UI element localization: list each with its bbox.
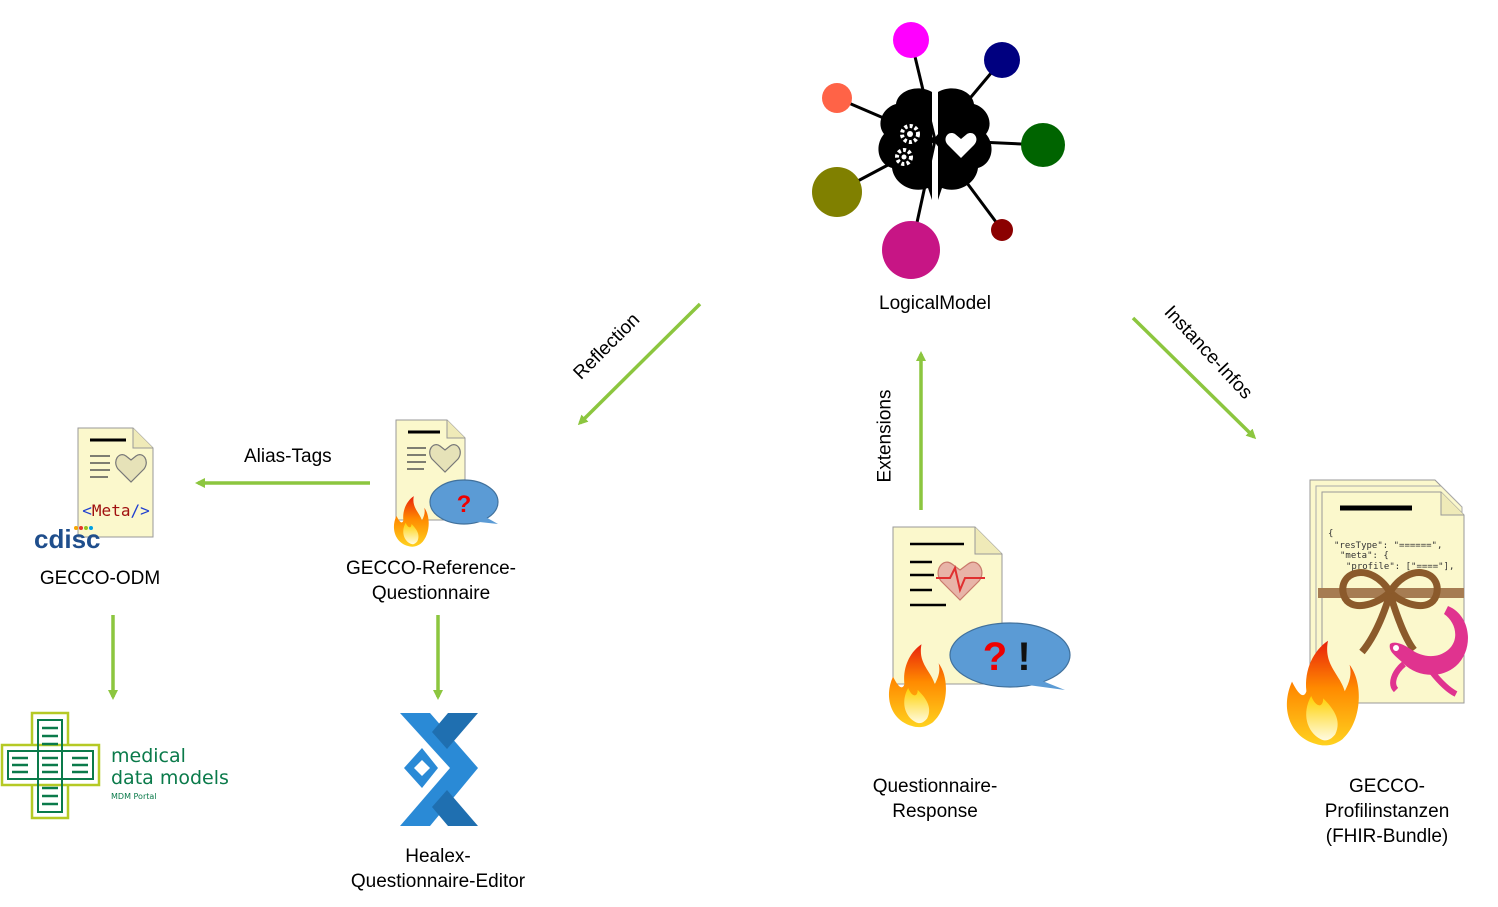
edges [108,302,1257,700]
mdm-logo: medical data models MDM Portal [0,711,229,820]
edge-reflection [577,302,702,426]
node-tomato [822,83,852,113]
svg-text:data models: data models [111,767,229,789]
questionnaire-response-icon: ? ! [888,526,1071,728]
node-olive [812,167,862,217]
svg-text:MDM Portal: MDM Portal [111,792,157,801]
gecco-odm-label: GECCO-ODM [39,568,161,589]
logical-model-label: LogicalModel [879,293,991,314]
node-navy [984,42,1020,78]
reference-questionnaire-icon: ? [393,419,499,547]
healex-logo [400,713,478,826]
svg-text:{: { [1328,529,1333,539]
questionnaire-response-label: Questionnaire- Response [872,776,998,822]
healex-label: Healex- Questionnaire-Editor [350,846,526,892]
reference-questionnaire-label: GECCO-Reference- Questionnaire [346,558,516,604]
profilinstanzen-icon: { "resType": "======", "meta": { "profil… [1286,479,1468,746]
gear-icon [900,124,920,144]
odm-document-icon: <Meta/> [77,427,154,538]
node-magenta [893,22,929,58]
node-mediumvioletred [882,221,940,279]
brain-icon [878,88,992,200]
node-darkred [991,219,1013,241]
meta-tag: <Meta/> [82,501,149,520]
alias-tags-label: Alias-Tags [244,446,332,467]
gear-icon [895,148,913,166]
speech-bubble-icon: ? ! [949,622,1071,690]
svg-text:"meta": {: "meta": { [1340,551,1389,561]
svg-text:medical: medical [111,745,186,767]
extensions-label: Extensions [874,389,896,483]
logical-model-network [812,22,1065,279]
heart-icon [945,133,977,158]
cdisc-logo: cdisc [34,524,101,554]
svg-text:?: ? [457,491,472,518]
profilinstanzen-label: GECCO- Profilinstanzen (FHIR-Bundle) [1324,776,1450,847]
node-darkgreen [1021,123,1065,167]
svg-text:"profile": ["===="],: "profile": ["===="], [1346,562,1454,572]
svg-text:!: ! [1017,635,1030,679]
bow-icon [1339,569,1441,655]
gecko-icon [1389,606,1468,697]
svg-text:?: ? [983,635,1007,679]
speech-bubble-icon: ? [429,479,499,525]
svg-text:"resType": "======",: "resType": "======", [1334,541,1442,551]
edge-instance-infos [1131,316,1257,440]
